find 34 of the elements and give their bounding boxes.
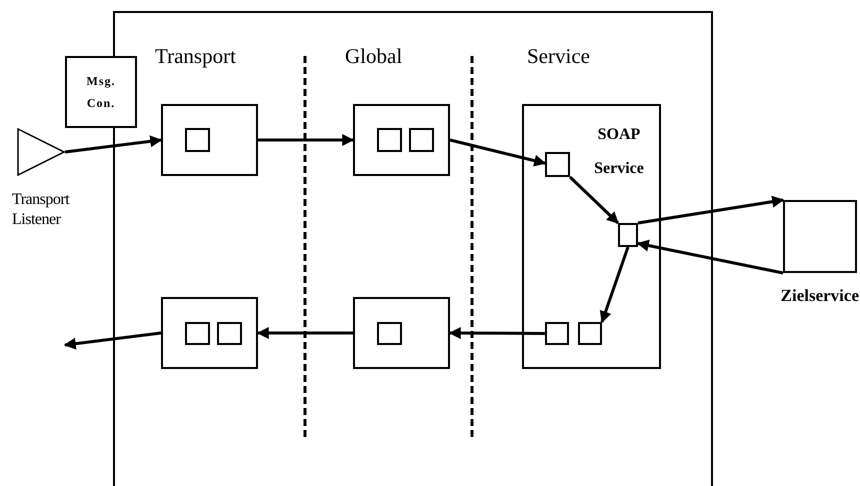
arrow bbox=[600, 246, 630, 324]
column-heading: Global bbox=[345, 44, 402, 69]
small-square bbox=[217, 322, 242, 345]
arrow bbox=[450, 138, 546, 166]
arrow bbox=[256, 327, 353, 339]
arrow bbox=[64, 332, 162, 350]
service-label: Zielservice bbox=[780, 286, 859, 306]
component-box bbox=[65, 56, 137, 128]
small-square bbox=[409, 128, 434, 152]
small-square bbox=[377, 128, 402, 152]
component-box bbox=[353, 104, 450, 176]
small-square bbox=[578, 322, 602, 345]
arrow bbox=[636, 240, 784, 274]
arrow bbox=[568, 176, 620, 224]
component-box bbox=[161, 104, 258, 176]
column-heading: Service bbox=[527, 44, 590, 69]
arrow bbox=[448, 327, 546, 340]
node-label: Transport Listener bbox=[12, 190, 70, 230]
box-label: Msg. Con. bbox=[86, 73, 116, 112]
small-square bbox=[185, 322, 210, 345]
component-box bbox=[522, 104, 661, 369]
component-box bbox=[161, 297, 258, 369]
small-square bbox=[377, 322, 402, 345]
box-label: SOAP Service bbox=[593, 125, 645, 179]
container-frame bbox=[113, 11, 713, 486]
arrow bbox=[64, 135, 162, 154]
small-square bbox=[618, 223, 638, 247]
small-square bbox=[545, 152, 570, 177]
small-square bbox=[185, 128, 210, 152]
arrow bbox=[258, 134, 354, 146]
small-square bbox=[545, 322, 569, 345]
arrow bbox=[638, 196, 784, 224]
column-heading: Transport bbox=[155, 44, 236, 69]
component-box bbox=[353, 297, 450, 369]
